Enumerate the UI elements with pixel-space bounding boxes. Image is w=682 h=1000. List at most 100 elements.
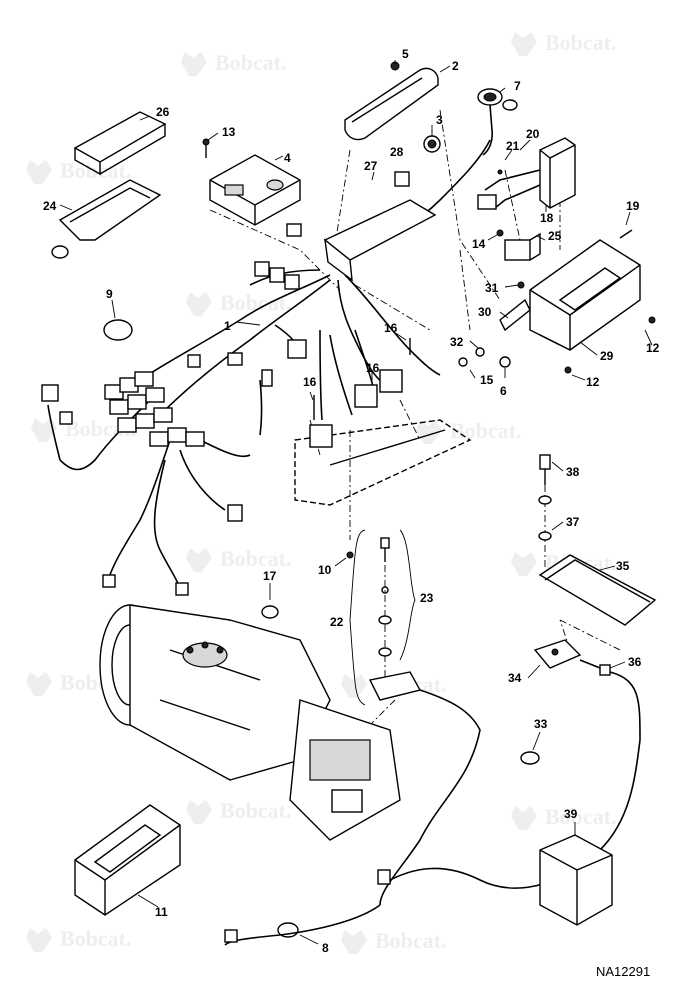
watermark-text: Bobcat. xyxy=(215,50,287,75)
watermark-tile: Bobcat. xyxy=(26,926,132,952)
watermark-tile: Bobcat. xyxy=(186,546,292,572)
leader-lines xyxy=(59,60,653,945)
bobcat-logo-icon xyxy=(186,548,212,572)
relay-16b xyxy=(354,384,378,408)
watermark-tile: Bobcat. xyxy=(186,798,292,824)
callout-12b: 12 xyxy=(586,375,600,389)
watermark-tile: Bobcat. xyxy=(511,30,617,56)
callout-16b: 16 xyxy=(366,361,380,375)
callout-34: 34 xyxy=(508,671,522,685)
callout-16a: 16 xyxy=(303,375,317,389)
callout-24: 24 xyxy=(43,199,57,213)
callout-15: 15 xyxy=(480,373,494,387)
wire-harness xyxy=(41,139,491,596)
relay-16c xyxy=(379,369,403,393)
watermark-tile: Bobcat. xyxy=(416,418,522,444)
bobcat-logo-icon xyxy=(26,928,52,952)
connector-28 xyxy=(394,171,410,187)
callout-17: 17 xyxy=(263,569,277,583)
watermark-tile: Bobcat. xyxy=(511,550,617,576)
callout-22: 22 xyxy=(330,615,344,629)
callout-2: 2 xyxy=(452,59,459,73)
screw-10 xyxy=(346,551,354,559)
callout-37: 37 xyxy=(566,515,580,529)
watermark-text: Bobcat. xyxy=(375,928,447,953)
bobcat-logo-icon xyxy=(416,420,442,444)
relay-25 xyxy=(496,229,541,261)
mounting-plate xyxy=(294,419,472,506)
callout-20: 20 xyxy=(526,127,540,141)
callout-11: 11 xyxy=(155,905,168,919)
callout-39: 39 xyxy=(564,807,578,821)
bobcat-logo-icon xyxy=(341,930,367,954)
callout-9: 9 xyxy=(106,287,113,301)
watermark-tile: Bobcat. xyxy=(186,290,292,316)
watermark-text: Bobcat. xyxy=(60,926,132,951)
bobcat-logo-icon xyxy=(341,674,367,698)
plate-35 xyxy=(538,554,657,626)
bobcat-logo-icon xyxy=(511,806,537,830)
callout-labels: 1 2 3 4 5 6 7 8 9 10 11 12 12 13 14 15 1… xyxy=(43,47,660,955)
callout-32: 32 xyxy=(450,335,464,349)
bobcat-logo-icon xyxy=(186,800,212,824)
watermark-text: Bobcat. xyxy=(220,798,292,823)
drive-axle-assembly xyxy=(99,604,401,841)
bobcat-logo-icon xyxy=(511,552,537,576)
watermark-text: Bobcat. xyxy=(545,804,617,829)
callout-8: 8 xyxy=(322,941,329,955)
clip-17 xyxy=(261,605,279,619)
bracket-11 xyxy=(74,804,181,916)
screw-12b xyxy=(564,366,572,374)
connector-8a xyxy=(224,929,238,943)
fastener-stack xyxy=(349,529,416,706)
callout-30: 30 xyxy=(478,305,492,319)
clip-9 xyxy=(103,319,133,341)
callout-16c: 16 xyxy=(384,321,398,335)
watermark-text: Bobcat. xyxy=(220,546,292,571)
nut-6 xyxy=(499,356,511,368)
bobcat-logo-icon xyxy=(511,32,537,56)
controller-module xyxy=(209,154,301,226)
callout-12a: 12 xyxy=(646,341,660,355)
watermark-tile: Bobcat. xyxy=(181,50,287,76)
kit-box-39 xyxy=(539,834,613,926)
clip-8 xyxy=(277,922,299,938)
callout-31: 31 xyxy=(485,281,499,295)
bracket-29 xyxy=(529,239,641,351)
callout-6: 6 xyxy=(500,384,507,398)
callout-18: 18 xyxy=(540,211,554,225)
bobcat-logo-icon xyxy=(26,672,52,696)
callout-33: 33 xyxy=(534,717,548,731)
callout-23: 23 xyxy=(420,591,434,605)
watermark-tile: Bobcat. xyxy=(341,928,447,954)
bobcat-logo-icon xyxy=(181,52,207,76)
clip-33 xyxy=(520,751,540,765)
callout-28: 28 xyxy=(390,145,404,159)
washer-32 xyxy=(475,347,485,357)
callout-13: 13 xyxy=(222,125,236,139)
callout-27: 27 xyxy=(364,159,378,173)
callout-7: 7 xyxy=(514,79,521,93)
bobcat-logo-icon xyxy=(31,418,57,442)
switch-18 xyxy=(477,137,576,210)
callout-25: 25 xyxy=(548,229,562,243)
reference-code: NA12291 xyxy=(596,964,650,979)
connector-8b xyxy=(377,869,391,885)
grommet-7 xyxy=(477,88,518,156)
callout-35: 35 xyxy=(616,559,630,573)
bobcat-logo-icon xyxy=(26,160,52,184)
bobcat-logo-icon xyxy=(186,292,212,316)
watermark-text: Bobcat. xyxy=(450,418,522,443)
callout-36: 36 xyxy=(628,655,642,669)
fuse-cover xyxy=(344,67,439,141)
callout-19: 19 xyxy=(626,199,640,213)
bracket-30 xyxy=(499,298,531,332)
callout-38: 38 xyxy=(566,465,580,479)
callout-29: 29 xyxy=(600,349,614,363)
callout-1: 1 xyxy=(224,319,231,333)
relay-16a xyxy=(309,424,333,448)
callout-10: 10 xyxy=(318,563,332,577)
screw-12a xyxy=(648,316,656,324)
screw-19 xyxy=(619,229,633,239)
